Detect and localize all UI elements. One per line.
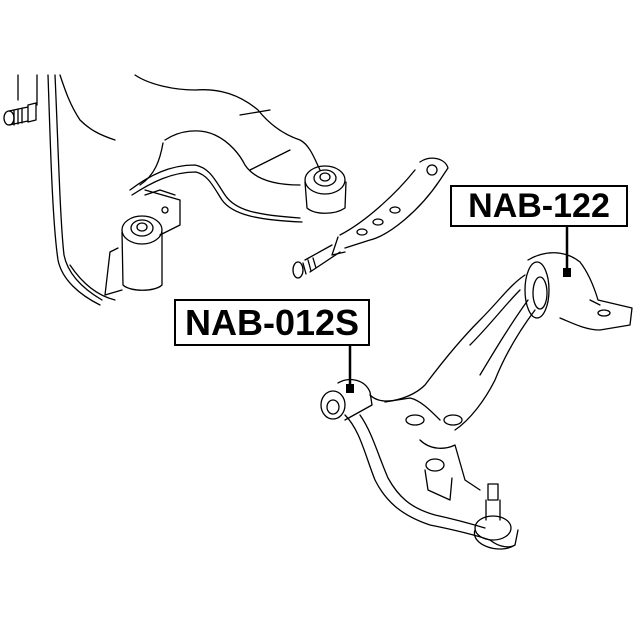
subframe-drawing bbox=[3, 74, 347, 306]
front-bushing bbox=[320, 378, 373, 421]
rear-bushing bbox=[524, 252, 633, 331]
part-label-nab-122: NAB-122 bbox=[450, 185, 628, 227]
lower-control-arm-drawing bbox=[320, 252, 633, 550]
tension-rod-drawing bbox=[292, 157, 449, 279]
stud-bolt-icon bbox=[3, 102, 37, 126]
subframe-bushing-right bbox=[304, 165, 347, 214]
leader-lines bbox=[348, 225, 569, 387]
part-label-nab-012s: NAB-012S bbox=[174, 299, 370, 346]
subframe-bushing-left bbox=[69, 189, 181, 301]
leader-marker-nab-122 bbox=[563, 268, 571, 277]
ball-joint bbox=[473, 483, 519, 550]
leader-marker-nab-012s bbox=[346, 384, 354, 393]
